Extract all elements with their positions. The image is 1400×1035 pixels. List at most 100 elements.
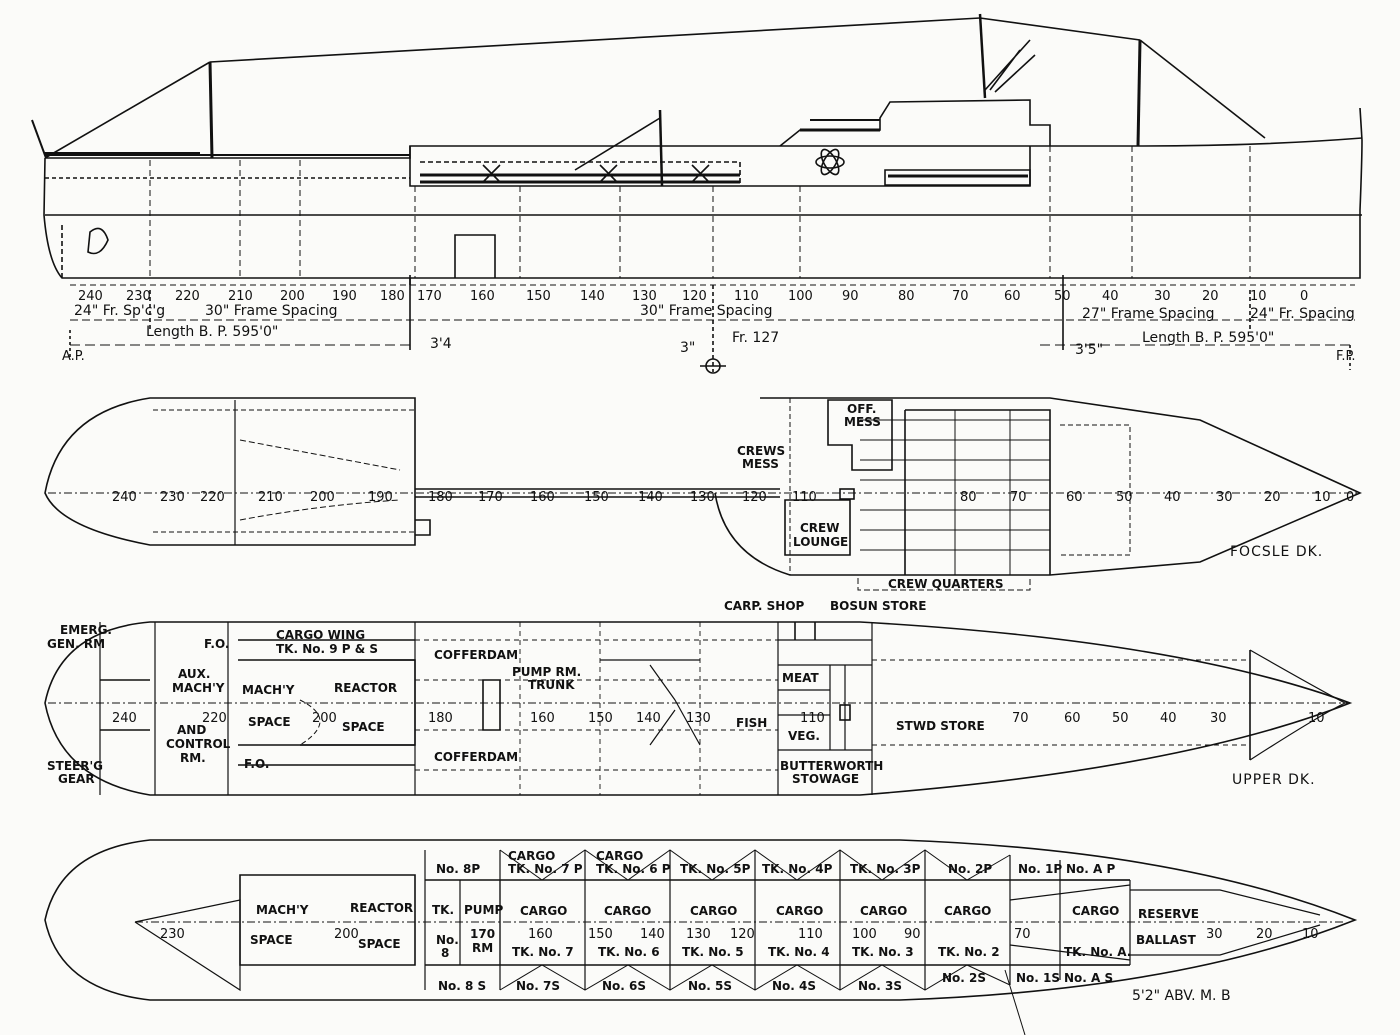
focsle-frame-number: 170 bbox=[478, 490, 503, 505]
hold-frame-number: 30 bbox=[1206, 927, 1223, 942]
hold-starboard-tank-label: No. 7S bbox=[516, 979, 560, 993]
profile-frame-number: 230 bbox=[126, 289, 151, 304]
profile-frame-number: 110 bbox=[734, 289, 759, 304]
profile-view bbox=[31, 13, 1363, 374]
upper-frame-number: 200 bbox=[312, 711, 337, 726]
cofferdam-top-label: COFFERDAM bbox=[434, 648, 518, 662]
hold-frame-number: 200 bbox=[334, 927, 359, 942]
bosun-label: BOSUN STORE bbox=[830, 599, 926, 613]
crews-mess-label-1: CREWS bbox=[737, 444, 785, 458]
profile-frame-number: 20 bbox=[1202, 289, 1219, 304]
veg-label: VEG. bbox=[788, 729, 820, 743]
upper-frame-number: 180 bbox=[428, 711, 453, 726]
hold-reserve-label: RESERVE bbox=[1138, 907, 1199, 921]
length-aft-label: Length B. P. 595'0" bbox=[146, 324, 278, 340]
profile-frame-number: 240 bbox=[78, 289, 103, 304]
offset-fwd-label: 3'5" bbox=[1075, 342, 1103, 358]
hold-plan bbox=[44, 839, 1358, 1035]
hold-rm-label-2: RM bbox=[472, 941, 493, 955]
hold-frame-number: 110 bbox=[798, 927, 823, 942]
focsle-deck-plan bbox=[44, 397, 1362, 591]
focsle-frame-number: 200 bbox=[310, 490, 335, 505]
hold-tank-label: TK. No. 2 bbox=[938, 945, 1000, 959]
mach-label: MACH'Y bbox=[242, 683, 295, 697]
offset-aft-label: 3'4 bbox=[430, 336, 452, 352]
spacing-30-aft-label: 30" Frame Spacing bbox=[205, 303, 337, 319]
hold-cargo-label: CARGO bbox=[1072, 904, 1119, 918]
upper-frame-number: 30 bbox=[1210, 711, 1227, 726]
focsle-frame-number: 150 bbox=[584, 490, 609, 505]
crews-mess-label-2: MESS bbox=[742, 457, 779, 471]
aux-label-2: MACH'Y bbox=[172, 681, 225, 695]
profile-frame-number: 100 bbox=[788, 289, 813, 304]
upper-frame-number: 150 bbox=[588, 711, 613, 726]
hold-ballast-label: BALLAST bbox=[1136, 933, 1197, 947]
focsle-frame-number: 10 bbox=[1314, 490, 1331, 505]
off-mess-label-1: OFF. bbox=[847, 402, 876, 416]
focsle-frame-number: 190 bbox=[368, 490, 393, 505]
profile-frame-number: 50 bbox=[1054, 289, 1071, 304]
profile-frame-number: 200 bbox=[280, 289, 305, 304]
cofferdam-bot-label: COFFERDAM bbox=[434, 750, 518, 764]
hold-starboard-tank-label: No. 1S bbox=[1016, 971, 1060, 985]
focsle-frame-number: 50 bbox=[1116, 490, 1133, 505]
cargo-wing-label-1: CARGO WING bbox=[276, 628, 365, 642]
hold-frame-number: 120 bbox=[730, 927, 755, 942]
hold-tank-label: TK. No. 3 bbox=[852, 945, 914, 959]
hold-starboard-tank-label: No. A S bbox=[1064, 971, 1113, 985]
upper-frame-number: 50 bbox=[1112, 711, 1129, 726]
focsle-frame-number: 120 bbox=[742, 490, 767, 505]
upper-frame-number: 240 bbox=[112, 711, 137, 726]
focsle-frame-number: 130 bbox=[690, 490, 715, 505]
fo-top-label: F.O. bbox=[204, 637, 230, 651]
pump-trunk-label-2: TRUNK bbox=[528, 678, 575, 692]
emerg-label-1: EMERG. bbox=[60, 623, 112, 637]
hold-starboard-tank-label: No. 6S bbox=[602, 979, 646, 993]
upper-frame-number: 10 bbox=[1308, 711, 1325, 726]
profile-frame-number: 60 bbox=[1004, 289, 1021, 304]
focsle-frame-number: 80 bbox=[960, 490, 977, 505]
hold-port-tank-label: No. 2P bbox=[948, 862, 992, 876]
hold-space1-label: SPACE bbox=[250, 933, 293, 947]
space2-label: SPACE bbox=[342, 720, 385, 734]
fp-label: F.P. bbox=[1336, 349, 1355, 364]
butter-label-1: BUTTERWORTH bbox=[780, 759, 883, 773]
crew-lounge-label-1: CREW bbox=[800, 521, 839, 535]
hold-mb-label: 5'2" ABV. M. B bbox=[1132, 988, 1231, 1004]
hold-port-tank-label: No. 8P bbox=[436, 862, 480, 876]
control-label-1: AND bbox=[177, 723, 206, 737]
upper-frame-number: 70 bbox=[1012, 711, 1029, 726]
hold-frame-number: 10 bbox=[1302, 927, 1319, 942]
focsle-frame-number: 140 bbox=[638, 490, 663, 505]
hold-reactor-label: REACTOR bbox=[350, 901, 413, 915]
hold-cargo-label: CARGO bbox=[520, 904, 567, 918]
hold-rm-label-1: 170 bbox=[470, 927, 495, 941]
profile-frame-number: 210 bbox=[228, 289, 253, 304]
off-mess-label-2: MESS bbox=[844, 415, 881, 429]
steer-label-1: STEER'G bbox=[47, 759, 103, 773]
profile-frame-number: 10 bbox=[1250, 289, 1267, 304]
hold-pump-label: PUMP bbox=[464, 903, 503, 917]
focsle-frame-number: 160 bbox=[530, 490, 555, 505]
spacing-aft-label: 24" Fr. Sp'c'g bbox=[74, 303, 165, 319]
hold-frame-number: 100 bbox=[852, 927, 877, 942]
hold-port-tank-label: No. A P bbox=[1066, 862, 1115, 876]
focsle-frame-number: 70 bbox=[1010, 490, 1027, 505]
hold-frame-number: 90 bbox=[904, 927, 921, 942]
hold-tank-label: TK. No. 7 bbox=[512, 945, 574, 959]
focsle-frame-number: 40 bbox=[1164, 490, 1181, 505]
profile-frame-number: 120 bbox=[682, 289, 707, 304]
steer-label-2: GEAR bbox=[58, 772, 95, 786]
profile-frame-number: 40 bbox=[1102, 289, 1119, 304]
focsle-frame-number: 220 bbox=[200, 490, 225, 505]
profile-frame-number: 80 bbox=[898, 289, 915, 304]
hold-frame-number: 20 bbox=[1256, 927, 1273, 942]
hold-cargo-label: CARGO bbox=[860, 904, 907, 918]
fish-label: FISH bbox=[736, 716, 767, 730]
